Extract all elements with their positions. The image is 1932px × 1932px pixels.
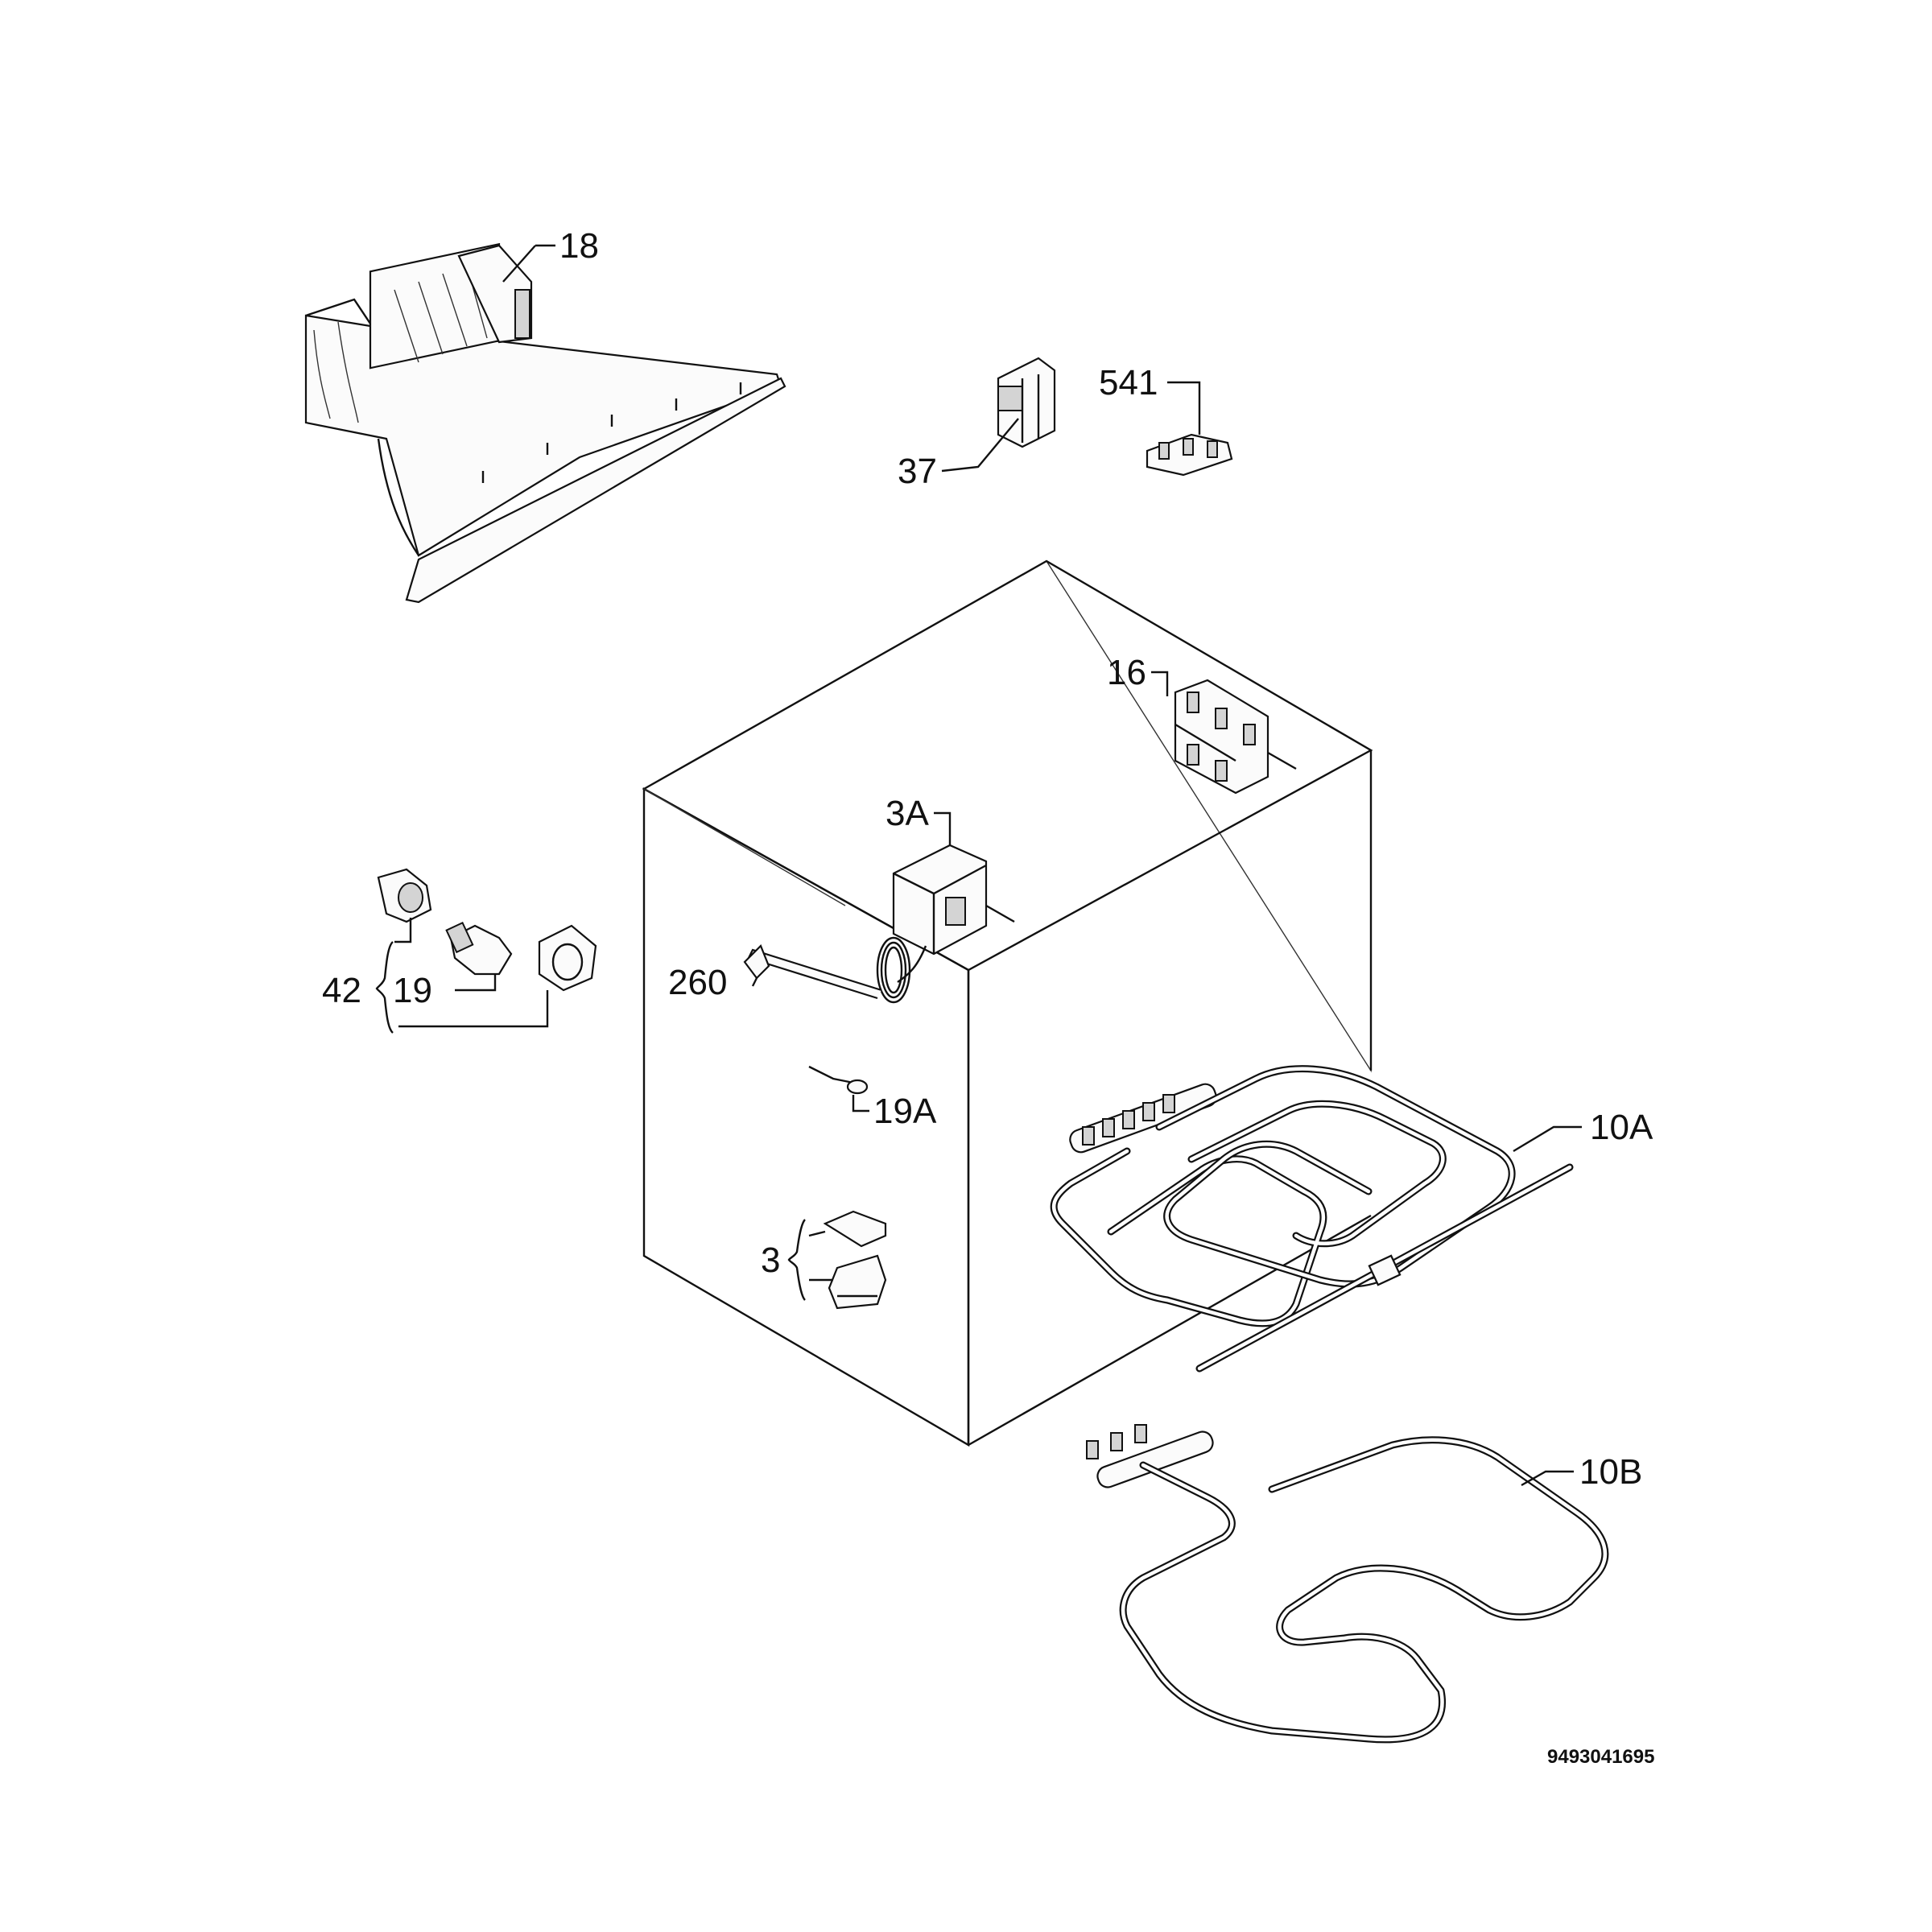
brace-42 xyxy=(375,941,394,1034)
leader-541 xyxy=(1167,381,1201,435)
leader-3a xyxy=(934,811,952,845)
label-19: 19 xyxy=(393,971,432,1010)
cutout-3: 3 xyxy=(761,1210,887,1310)
label-37: 37 xyxy=(898,452,937,491)
leader-18 xyxy=(502,245,536,283)
fan-duct-assembly: 18 xyxy=(304,226,786,604)
label-541: 541 xyxy=(1099,363,1158,402)
label-3a: 3A xyxy=(886,794,929,833)
label-10b: 10B xyxy=(1579,1452,1642,1492)
label-10a: 10A xyxy=(1590,1108,1653,1147)
leader-10b xyxy=(1521,1470,1574,1487)
oven-cavity-box xyxy=(642,559,1373,1447)
label-19a: 19A xyxy=(873,1092,937,1131)
label-260: 260 xyxy=(668,963,727,1002)
label-18: 18 xyxy=(559,226,599,266)
brace-3 xyxy=(787,1219,806,1301)
document-number: 9493041695 xyxy=(1547,1746,1654,1768)
grill-element-10a: 10A xyxy=(1050,1065,1653,1373)
thermostat-3a: 3A xyxy=(747,794,1015,1004)
label-16: 16 xyxy=(1107,653,1146,692)
lamp-assembly-42: 42 19 xyxy=(322,868,597,1034)
clip-260: 260 xyxy=(668,944,770,1002)
base-element-10b: 10B xyxy=(1086,1424,1642,1744)
leader-16 xyxy=(1151,671,1169,696)
selector-switch-16: 16 xyxy=(1107,653,1297,795)
terminal-block-541: 541 xyxy=(1099,363,1233,477)
leader-19 xyxy=(455,974,497,992)
leader-10a xyxy=(1513,1125,1582,1153)
lamp-19a: 19A xyxy=(808,1065,937,1131)
leader-37 xyxy=(941,418,1019,473)
label-42: 42 xyxy=(322,971,361,1010)
label-3: 3 xyxy=(761,1241,780,1280)
leader-42-cover xyxy=(398,990,549,1028)
switch-37: 37 xyxy=(898,357,1056,491)
leader-19a xyxy=(852,1095,869,1113)
leader-42-holder xyxy=(394,918,412,943)
